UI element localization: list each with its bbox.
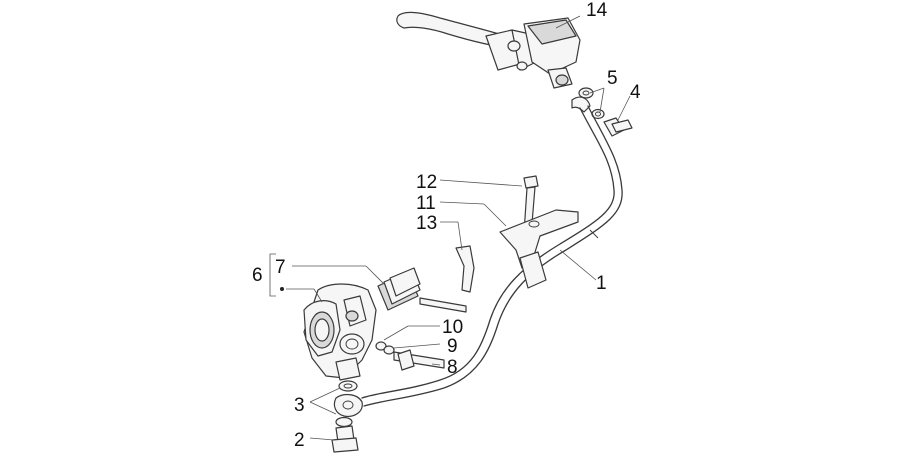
- callout-8: 8: [447, 357, 458, 378]
- callout-13: 13: [416, 213, 437, 234]
- washers-lower: [333, 380, 363, 428]
- callout-labels: 14 5 4 12 11 13 1 6 7 10 9 8 3 2: [252, 0, 641, 451]
- brake-pads: [377, 267, 421, 311]
- banjo-bolt-lower: [331, 425, 359, 453]
- hose-clamp-right: [519, 251, 547, 289]
- callout-1: 1: [596, 273, 607, 294]
- callout-9: 9: [447, 336, 458, 357]
- callout-10: 10: [442, 317, 463, 338]
- washers-upper: [578, 87, 605, 120]
- banjo-bolt-upper: [603, 117, 633, 137]
- part-set-dot: [280, 287, 284, 291]
- callout-3: 3: [294, 395, 305, 416]
- callout-5: 5: [607, 68, 618, 89]
- pad-pin: [419, 297, 467, 313]
- hose-clamp-left: [455, 245, 475, 293]
- callout-6: 6: [252, 265, 263, 286]
- callout-14: 14: [586, 0, 608, 21]
- caliper-bolt: [375, 341, 445, 371]
- callout-7: 7: [275, 257, 286, 278]
- hose-bracket: [499, 209, 579, 269]
- brake-hose: [361, 96, 623, 407]
- callout-2: 2: [294, 430, 305, 451]
- brake-caliper: [303, 283, 377, 381]
- callout-11: 11: [416, 193, 436, 214]
- callout-12: 12: [416, 172, 437, 193]
- brake-lever-master-cylinder: [396, 11, 581, 89]
- callout-4: 4: [630, 82, 641, 103]
- leader-lines: [269, 15, 631, 441]
